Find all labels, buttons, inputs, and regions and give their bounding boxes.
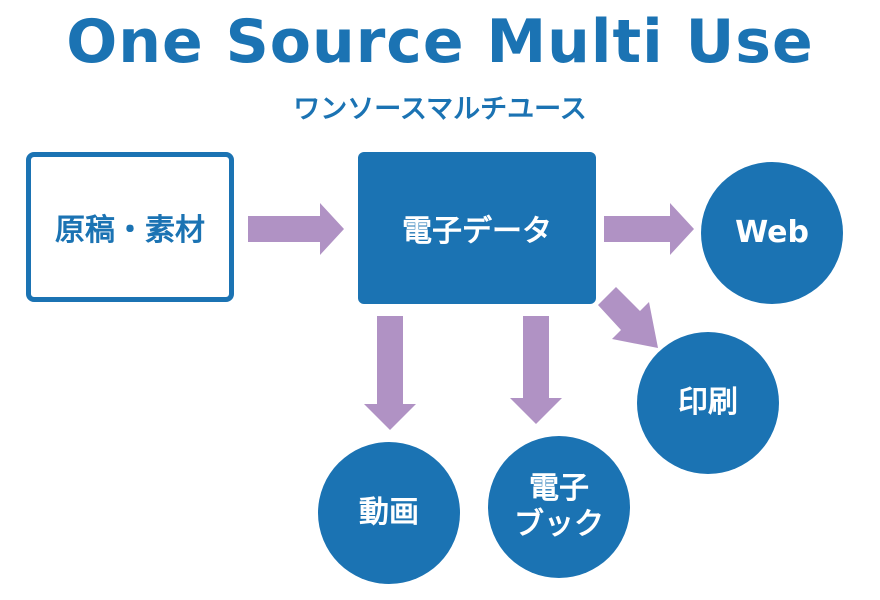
arrow-hub-to-video <box>364 316 416 430</box>
print-node: 印刷 <box>637 332 779 474</box>
digital-data-box: 電子データ <box>358 152 596 304</box>
video-label: 動画 <box>359 495 419 530</box>
ebook-node: 電子 ブック <box>488 436 630 578</box>
ebook-label-line2: ブック <box>514 507 604 542</box>
web-node: Web <box>701 162 843 304</box>
print-label: 印刷 <box>678 385 738 420</box>
arrow-hub-to-print <box>598 287 658 348</box>
ebook-label-line1: 電子 <box>529 471 589 506</box>
video-node: 動画 <box>318 442 460 584</box>
web-label: Web <box>735 215 809 250</box>
diagram-subtitle: ワンソースマルチユース <box>293 94 587 125</box>
arrow-hub-to-ebook <box>510 316 562 424</box>
source-materials-label: 原稿・素材 <box>55 213 205 248</box>
digital-data-label: 電子データ <box>402 214 552 249</box>
arrow-hub-to-web <box>604 203 694 255</box>
source-materials-box: 原稿・素材 <box>26 152 234 302</box>
arrow-source-to-hub <box>248 203 344 255</box>
diagram-title: One Source Multi Use <box>66 7 814 77</box>
